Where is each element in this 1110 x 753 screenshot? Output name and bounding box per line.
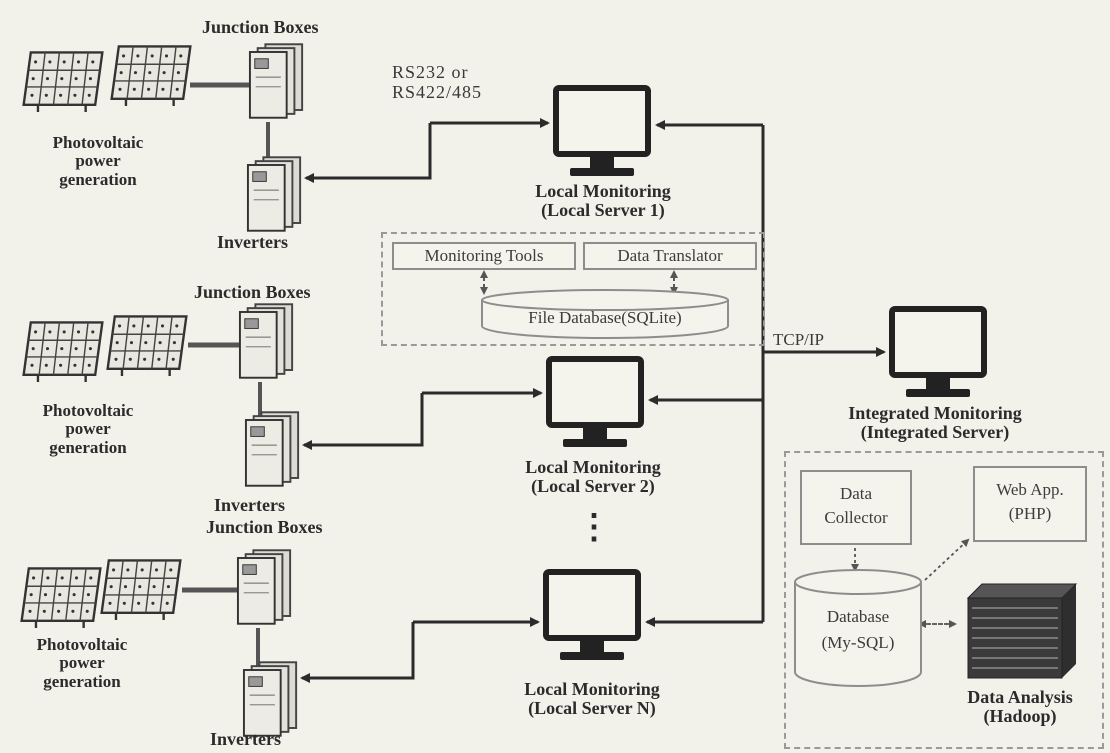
data-analysis-label: Data Analysis (Hadoop) <box>940 688 1100 727</box>
monitoring-tools-box: Monitoring Tools <box>392 242 576 270</box>
pv-panel-icon <box>102 560 181 620</box>
serial-link-label-line: RS232 or <box>392 62 482 82</box>
local-server-1-label: Local Monitoring (Local Server 1) <box>513 182 693 221</box>
inverters-label-2: Inverters <box>214 496 285 515</box>
pv-label-line: generation <box>28 171 168 189</box>
serial-link-arrow-n <box>302 622 413 678</box>
serial-link-label-line: RS422/485 <box>392 82 482 102</box>
local-server-title: Local Monitoring <box>503 458 683 477</box>
pv-label-line: Photovoltaic <box>18 402 158 420</box>
local-server-title: Local Monitoring <box>513 182 693 201</box>
pv-label-line: generation <box>12 673 152 691</box>
inverters-label-3: Inverters <box>210 730 281 749</box>
mysql-database-line: Database <box>795 604 921 630</box>
pv-label-line: Photovoltaic <box>12 636 152 654</box>
inverter-icon <box>244 662 296 735</box>
file-database-label: File Database(SQLite) <box>482 308 728 328</box>
data-collector-line: Data <box>802 482 910 506</box>
mysql-database-label: Database (My-SQL) <box>795 604 921 656</box>
pv-panel-icon <box>108 316 187 376</box>
junction-boxes-label-2: Junction Boxes <box>194 283 311 302</box>
inverter-icon <box>248 157 300 230</box>
serial-link-arrow-2 <box>304 393 422 445</box>
pv-label-line: generation <box>18 439 158 457</box>
inverter-icon <box>246 412 298 485</box>
local-server-2-monitor-icon <box>549 359 641 447</box>
pv-panel-icon <box>24 52 103 112</box>
data-collector-line: Collector <box>802 506 910 530</box>
pv-label-1: Photovoltaic power generation <box>28 134 168 189</box>
junction-boxes-label-1: Junction Boxes <box>202 18 319 37</box>
serial-link-arrow-1 <box>306 123 430 178</box>
junction-box-icon <box>238 550 290 623</box>
local-server-1-monitor-icon <box>556 88 648 176</box>
data-collector-box: Data Collector <box>800 470 912 545</box>
data-analysis-line: Data Analysis <box>940 688 1100 707</box>
data-translator-box: Data Translator <box>583 242 757 270</box>
local-server-subtitle: (Local Server 1) <box>513 201 693 220</box>
pv-label-3: Photovoltaic power generation <box>12 636 152 691</box>
local-server-n-monitor-icon <box>546 572 638 660</box>
pv-label-2: Photovoltaic power generation <box>18 402 158 457</box>
pv-panel-icon <box>112 46 191 106</box>
local-server-n-label: Local Monitoring (Local Server N) <box>497 680 687 719</box>
pv-label-line: power <box>18 420 158 438</box>
local-server-subtitle: (Local Server N) <box>497 699 687 718</box>
serial-link-label: RS232 or RS422/485 <box>392 62 482 102</box>
data-analysis-line: (Hadoop) <box>940 707 1100 726</box>
web-app-line: (PHP) <box>975 502 1085 526</box>
local-server-2-label: Local Monitoring (Local Server 2) <box>503 458 683 497</box>
integrated-server-subtitle: (Integrated Server) <box>815 423 1055 442</box>
pv-label-line: power <box>28 152 168 170</box>
web-app-line: Web App. <box>975 478 1085 502</box>
mysql-database-line: (My-SQL) <box>795 630 921 656</box>
integrated-server-label: Integrated Monitoring (Integrated Server… <box>815 404 1055 443</box>
web-app-box: Web App. (PHP) <box>973 466 1087 542</box>
inverters-label-1: Inverters <box>217 233 288 252</box>
more-servers-ellipsis: ⋮ <box>577 510 611 547</box>
local-server-title: Local Monitoring <box>497 680 687 699</box>
pv-panel-icon <box>22 568 101 628</box>
tcp-ip-label: TCP/IP <box>773 330 824 350</box>
junction-box-icon <box>240 304 292 377</box>
pv-label-line: Photovoltaic <box>28 134 168 152</box>
integrated-server-monitor-icon <box>892 309 984 397</box>
integrated-server-title: Integrated Monitoring <box>815 404 1055 423</box>
junction-box-icon <box>250 44 302 117</box>
junction-boxes-label-3: Junction Boxes <box>206 518 323 537</box>
pv-label-line: power <box>12 654 152 672</box>
local-server-subtitle: (Local Server 2) <box>503 477 683 496</box>
pv-panel-icon <box>24 322 103 382</box>
